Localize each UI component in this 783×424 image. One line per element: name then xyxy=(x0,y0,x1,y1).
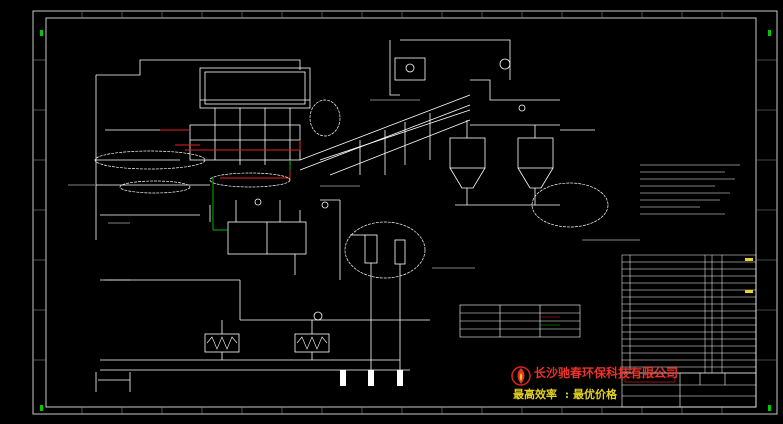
notes-block xyxy=(640,164,740,215)
title-block xyxy=(621,372,757,408)
silo-right xyxy=(517,137,554,205)
pump-icons xyxy=(340,370,403,386)
slogan-right: 最优价格 xyxy=(573,387,618,401)
flame-logo-icon xyxy=(511,366,531,386)
green-piping xyxy=(212,160,291,231)
revision-clouds xyxy=(94,99,609,279)
company-watermark: 长沙驰春环保科技有限公司 最高效率 : 最优价格 xyxy=(511,365,678,401)
annotation-marks xyxy=(68,99,640,281)
drawing-frame xyxy=(32,10,778,415)
red-piping xyxy=(160,129,301,179)
process-piping xyxy=(95,39,595,392)
silo-left xyxy=(449,137,486,205)
slogan-separator: : xyxy=(565,388,569,401)
heat-exchanger-coils xyxy=(206,336,328,350)
company-name: 长沙驰春环保科技有限公司 xyxy=(534,365,678,380)
legend-table xyxy=(459,304,581,338)
slogan-left: 最高效率 xyxy=(513,387,557,401)
bom-table xyxy=(621,254,757,374)
